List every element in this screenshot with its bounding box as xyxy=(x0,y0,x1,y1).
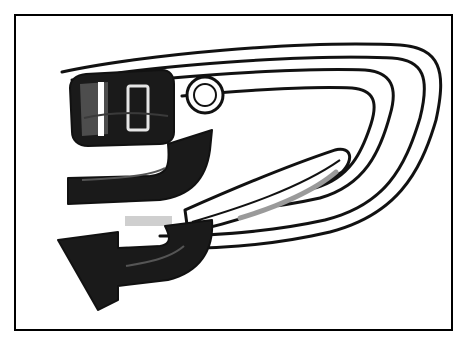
highlight-strip xyxy=(125,216,172,226)
lock-knob-icon xyxy=(70,70,174,146)
round-button-icon xyxy=(187,77,223,113)
